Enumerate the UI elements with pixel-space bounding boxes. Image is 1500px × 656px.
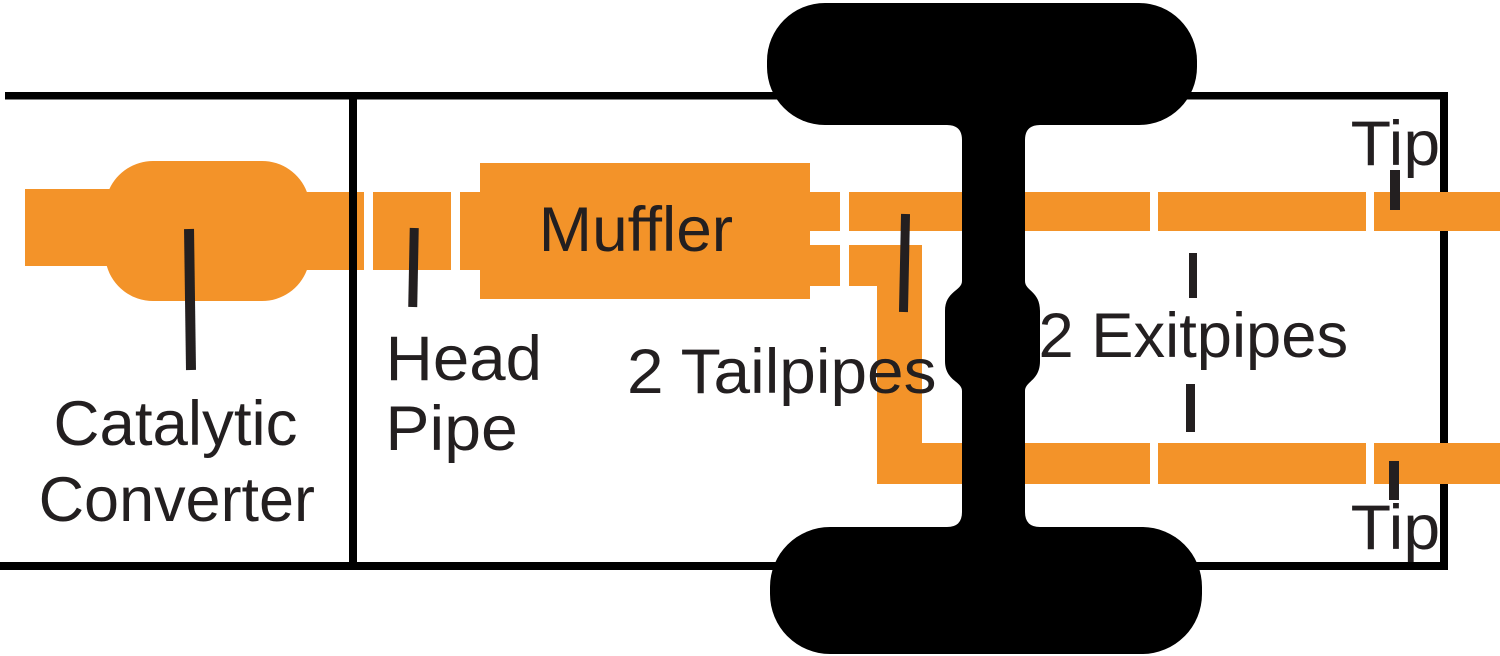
svg-text:Tip: Tip <box>1351 109 1441 179</box>
svg-text:Tip: Tip <box>1351 493 1441 563</box>
svg-text:Pipe: Pipe <box>385 394 517 464</box>
svg-text:2 Tailpipes: 2 Tailpipes <box>627 337 937 407</box>
svg-text:Catalytic: Catalytic <box>54 389 298 459</box>
svg-text:Muffler: Muffler <box>539 195 733 265</box>
svg-text:Converter: Converter <box>39 465 315 535</box>
svg-text:Head: Head <box>386 324 542 394</box>
svg-text:2 Exitpipes: 2 Exitpipes <box>1039 301 1349 371</box>
